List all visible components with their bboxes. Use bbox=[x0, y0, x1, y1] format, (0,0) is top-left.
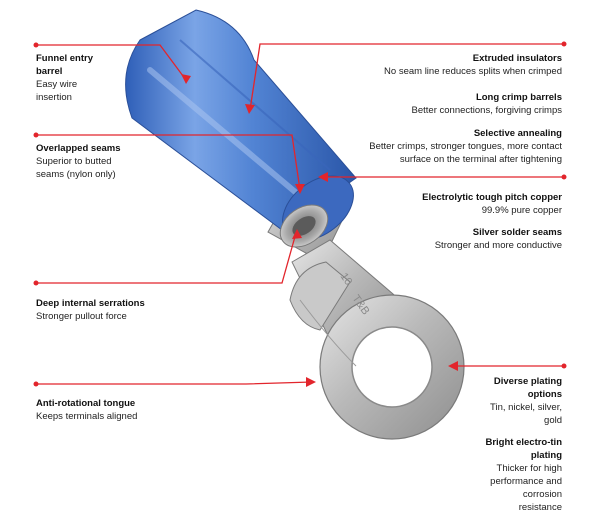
callout-title: Silver solder seams bbox=[472, 227, 562, 238]
callout-extruded-insulators: Extruded insulators No seam line reduces… bbox=[340, 52, 562, 78]
callout-title: Funnel entry barrel bbox=[36, 53, 94, 77]
leader-extruded-insulators bbox=[249, 43, 564, 111]
callout-desc: No seam line reduces splits when crimped bbox=[384, 66, 562, 77]
callout-desc: Better connections, forgiving crimps bbox=[411, 105, 562, 116]
leader-overlapped-seams bbox=[36, 134, 301, 191]
stamp-size: 10 bbox=[338, 271, 355, 288]
arrowhead-funnel-entry bbox=[181, 74, 191, 84]
endpoint-extruded-insulators bbox=[561, 41, 567, 47]
barrel-opening bbox=[279, 204, 329, 248]
callout-anti-rotational-tongue: Anti-rotational tongue Keeps terminals a… bbox=[36, 397, 196, 423]
callout-desc: Tin, nickel, silver, gold bbox=[490, 402, 562, 426]
leader-deep-serrations bbox=[36, 232, 297, 284]
arrowhead-deep-serrations bbox=[292, 229, 302, 239]
callout-endpoints bbox=[33, 41, 567, 387]
callout-long-crimp-barrels: Long crimp barrels Better connections, f… bbox=[340, 91, 562, 117]
endpoint-funnel-entry bbox=[33, 42, 39, 48]
callout-title: Deep internal serrations bbox=[36, 298, 145, 309]
callout-bright-electro-tin: Bright electro-tin plating Thicker for h… bbox=[482, 436, 562, 514]
callout-desc: Better crimps, stronger tongues, more co… bbox=[369, 141, 562, 165]
arrowhead-diverse-plating bbox=[448, 361, 458, 371]
callout-desc: 99.9% pure copper bbox=[481, 205, 562, 216]
leader-funnel-entry bbox=[36, 44, 187, 81]
callout-title: Overlapped seams bbox=[36, 143, 121, 154]
callout-title: Selective annealing bbox=[473, 128, 562, 139]
callout-electrolytic-copper: Electrolytic tough pitch copper 99.9% pu… bbox=[340, 191, 562, 217]
callout-title: Electrolytic tough pitch copper bbox=[422, 192, 562, 203]
leader-anti-rotational bbox=[36, 381, 313, 385]
callout-desc: Stronger and more conductive bbox=[434, 240, 562, 251]
callout-desc: Thicker for high performance and corrosi… bbox=[490, 463, 562, 513]
callout-deep-internal-serrations: Deep internal serrations Stronger pullou… bbox=[36, 297, 196, 323]
callout-title: Long crimp barrels bbox=[475, 92, 562, 103]
callout-desc: Easy wire insertion bbox=[36, 79, 78, 103]
callout-title: Extruded insulators bbox=[472, 53, 562, 64]
callout-arrowheads bbox=[181, 74, 458, 387]
callout-funnel-entry-barrel: Funnel entry barrel Easy wire insertion bbox=[36, 52, 94, 104]
callout-desc: Keeps terminals aligned bbox=[36, 411, 138, 422]
callout-diverse-plating: Diverse plating options Tin, nickel, sil… bbox=[486, 375, 562, 427]
endpoint-electrolytic-copper bbox=[561, 174, 567, 180]
callout-desc: Superior to butted seams (nylon only) bbox=[36, 156, 116, 180]
endpoint-deep-serrations bbox=[33, 280, 39, 286]
endpoint-overlapped-seams bbox=[33, 132, 39, 138]
callout-silver-solder-seams: Silver solder seams Stronger and more co… bbox=[340, 226, 562, 252]
callout-title: Anti-rotational tongue bbox=[36, 398, 136, 409]
arrowhead-overlapped-seams bbox=[295, 184, 305, 194]
callout-lines bbox=[36, 43, 564, 385]
callout-overlapped-seams: Overlapped seams Superior to butted seam… bbox=[36, 142, 136, 181]
endpoint-anti-rotational bbox=[33, 381, 39, 387]
arrowhead-anti-rotational bbox=[306, 377, 316, 387]
callout-title: Diverse plating options bbox=[493, 376, 562, 400]
endpoint-diverse-plating bbox=[561, 363, 567, 369]
arrowhead-extruded-insulators bbox=[245, 104, 255, 114]
callout-desc: Stronger pullout force bbox=[36, 311, 127, 322]
callout-selective-annealing: Selective annealing Better crimps, stron… bbox=[340, 127, 562, 166]
callout-title: Bright electro-tin plating bbox=[485, 437, 562, 461]
arrowhead-electrolytic-copper bbox=[318, 172, 328, 182]
